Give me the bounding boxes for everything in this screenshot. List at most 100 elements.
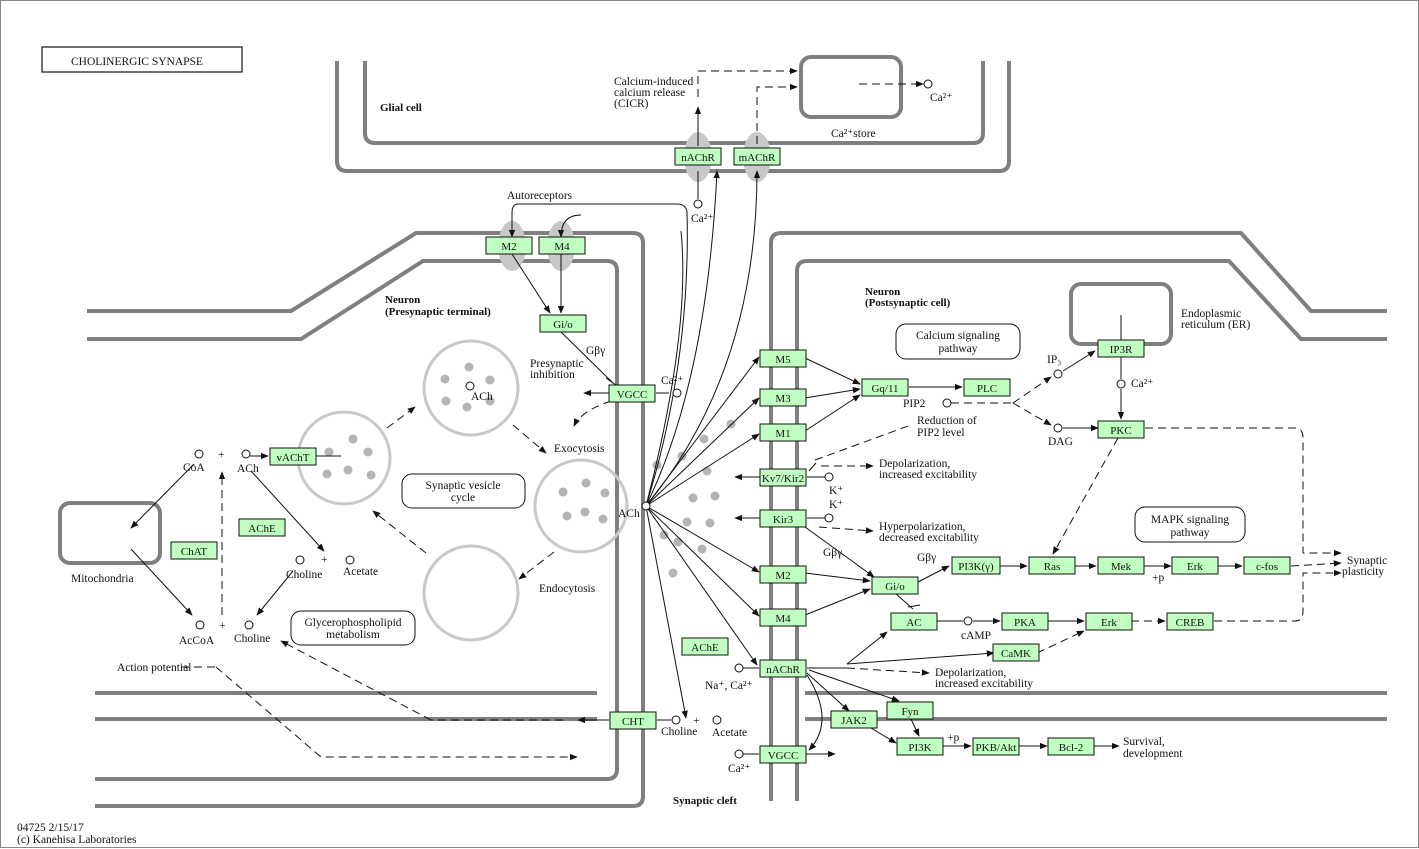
svg-text:Choline: Choline bbox=[286, 569, 322, 581]
gene-pi3k-gamma[interactable]: PI3K(γ) bbox=[951, 556, 1001, 575]
map-synaptic-vesicle-cycle[interactable]: Synaptic vesicle cycle bbox=[401, 473, 526, 509]
gene-creb[interactable]: CREB bbox=[1166, 612, 1214, 631]
svg-text:M4: M4 bbox=[775, 613, 791, 625]
gene-bcl-2[interactable]: Bcl-2 bbox=[1047, 737, 1095, 756]
svg-text:PI3K(γ): PI3K(γ) bbox=[958, 561, 994, 573]
gene-machr-glia[interactable]: mAChR bbox=[733, 147, 781, 166]
page-title: CHOLINERGIC SYNAPSE bbox=[71, 56, 203, 68]
svg-text:DAG: DAG bbox=[1048, 436, 1073, 448]
compounds bbox=[194, 79, 1126, 759]
gene-m1[interactable]: M1 bbox=[759, 423, 807, 442]
svg-text:Ca²⁺store: Ca²⁺store bbox=[831, 128, 876, 140]
gene-m5[interactable]: M5 bbox=[759, 349, 807, 368]
gene-erk-1[interactable]: Erk bbox=[1171, 556, 1219, 575]
region-labels: Glial cell Neuron (Presynaptic terminal)… bbox=[71, 102, 1250, 807]
gene-nachr-glia[interactable]: nAChR bbox=[674, 147, 722, 166]
svg-text:M2: M2 bbox=[501, 241, 516, 253]
gene-m2-pre[interactable]: M2 bbox=[485, 236, 533, 255]
map-glycerophospholipid[interactable]: Glycerophospholipid metabolism bbox=[290, 610, 416, 646]
gene-vacht[interactable]: vAChT bbox=[269, 447, 317, 466]
map-mapk-signaling[interactable]: MAPK signaling pathway bbox=[1134, 506, 1246, 543]
svg-text:mAChR: mAChR bbox=[739, 152, 776, 164]
gene-erk-2[interactable]: Erk bbox=[1085, 612, 1133, 631]
svg-text:Acetate: Acetate bbox=[712, 727, 747, 739]
gene-m4-pre[interactable]: M4 bbox=[538, 236, 586, 255]
svg-text:VGCC: VGCC bbox=[768, 750, 799, 762]
svg-text:CoA: CoA bbox=[183, 462, 205, 474]
gene-pkc[interactable]: PKC bbox=[1097, 420, 1145, 439]
edges bbox=[130, 67, 1342, 761]
gene-ac[interactable]: AC bbox=[890, 612, 938, 631]
svg-text:(Postsynaptic cell): (Postsynaptic cell) bbox=[865, 297, 951, 309]
svg-text:M3: M3 bbox=[775, 393, 791, 405]
svg-text:Exocytosis: Exocytosis bbox=[554, 443, 605, 455]
gene-vgcc-post[interactable]: VGCC bbox=[759, 745, 807, 764]
svg-text:Choline: Choline bbox=[661, 726, 697, 738]
gene-m3[interactable]: M3 bbox=[759, 388, 807, 407]
svg-text:CaMK: CaMK bbox=[1001, 648, 1031, 660]
svg-text:04725 2/15/17: 04725 2/15/17 bbox=[17, 822, 84, 834]
svg-text:Ca²⁺: Ca²⁺ bbox=[728, 763, 750, 775]
gene-vgcc-pre[interactable]: VGCC bbox=[608, 384, 656, 403]
gene-nachr-post[interactable]: nAChR bbox=[759, 659, 807, 678]
svg-text:calcium release: calcium release bbox=[614, 87, 685, 99]
svg-text:Ras: Ras bbox=[1044, 561, 1061, 573]
gene-ache-cleft[interactable]: AChE bbox=[681, 637, 729, 656]
gene-c-fos[interactable]: c-fos bbox=[1243, 556, 1291, 575]
svg-text:ACh: ACh bbox=[237, 463, 259, 475]
svg-text:M5: M5 bbox=[775, 354, 791, 366]
gene-pi3k[interactable]: PI3K bbox=[896, 737, 944, 756]
svg-text:Neuron: Neuron bbox=[385, 294, 420, 306]
gene-ip3r[interactable]: IP3R bbox=[1097, 339, 1145, 358]
gene-chat[interactable]: ChAT bbox=[170, 541, 218, 560]
title-box: CHOLINERGIC SYNAPSE bbox=[41, 46, 243, 73]
svg-text:PKA: PKA bbox=[1014, 617, 1036, 629]
gene-mek[interactable]: Mek bbox=[1097, 556, 1145, 575]
gene-plc[interactable]: PLC bbox=[963, 378, 1011, 397]
svg-text:PIP2 level: PIP2 level bbox=[917, 427, 965, 439]
svg-text:IP3R: IP3R bbox=[1110, 344, 1133, 356]
gene-pkb-akt[interactable]: PKB/Akt bbox=[972, 737, 1020, 756]
svg-text:Mek: Mek bbox=[1111, 561, 1132, 573]
svg-text:Gβγ: Gβγ bbox=[823, 547, 842, 559]
svg-text:(CICR): (CICR) bbox=[614, 98, 649, 110]
label-action-potential: Action potential bbox=[117, 662, 191, 674]
svg-text:Endoplasmic: Endoplasmic bbox=[1181, 308, 1241, 320]
svg-text:ChAT: ChAT bbox=[181, 546, 208, 558]
gene-ras[interactable]: Ras bbox=[1028, 556, 1076, 575]
svg-text:(Presynaptic terminal): (Presynaptic terminal) bbox=[385, 306, 491, 318]
svg-text:Erk: Erk bbox=[1101, 617, 1117, 629]
gene-camk[interactable]: CaMK bbox=[992, 643, 1040, 662]
gene-pka[interactable]: PKA bbox=[1001, 612, 1049, 631]
map-calcium-signaling[interactable]: Calcium signaling pathway bbox=[895, 323, 1021, 360]
svg-text:Acetate: Acetate bbox=[343, 566, 378, 578]
gene-gio-pre[interactable]: Gi/o bbox=[539, 314, 587, 333]
svg-text:+p: +p bbox=[947, 732, 959, 744]
svg-text:CREB: CREB bbox=[1176, 617, 1205, 629]
svg-text:Gβγ: Gβγ bbox=[586, 345, 605, 357]
svg-text:ACh: ACh bbox=[471, 391, 493, 403]
gene-jak2[interactable]: JAK2 bbox=[830, 710, 878, 729]
gene-m2-post[interactable]: M2 bbox=[759, 565, 807, 584]
svg-text:M4: M4 bbox=[554, 241, 570, 253]
svg-text:M1: M1 bbox=[775, 428, 790, 440]
gene-m4-post[interactable]: M4 bbox=[759, 608, 807, 627]
gene-gio-post[interactable]: Gi/o bbox=[871, 576, 919, 595]
svg-text:Fyn: Fyn bbox=[901, 706, 919, 718]
svg-text:+p: +p bbox=[1152, 572, 1164, 584]
gene-kv7-kir2[interactable]: Kv7/Kir2 bbox=[759, 468, 807, 487]
gene-kir3[interactable]: Kir3 bbox=[759, 509, 807, 528]
svg-text:Calcium signaling: Calcium signaling bbox=[916, 330, 1000, 342]
svg-text:M2: M2 bbox=[775, 570, 790, 582]
gene-fyn[interactable]: Fyn bbox=[886, 701, 934, 720]
svg-text:c-fos: c-fos bbox=[1256, 561, 1278, 573]
svg-text:+: + bbox=[321, 554, 328, 566]
svg-text:IP₃: IP₃ bbox=[1047, 354, 1061, 366]
svg-text:Ca²⁺: Ca²⁺ bbox=[661, 375, 683, 387]
gene-cht[interactable]: CHT bbox=[609, 711, 657, 730]
svg-text:AChE: AChE bbox=[248, 523, 276, 535]
gene-ache-pre[interactable]: AChE bbox=[238, 518, 286, 537]
svg-text:+: + bbox=[693, 715, 700, 727]
gene-gq11[interactable]: Gq/11 bbox=[861, 378, 909, 397]
